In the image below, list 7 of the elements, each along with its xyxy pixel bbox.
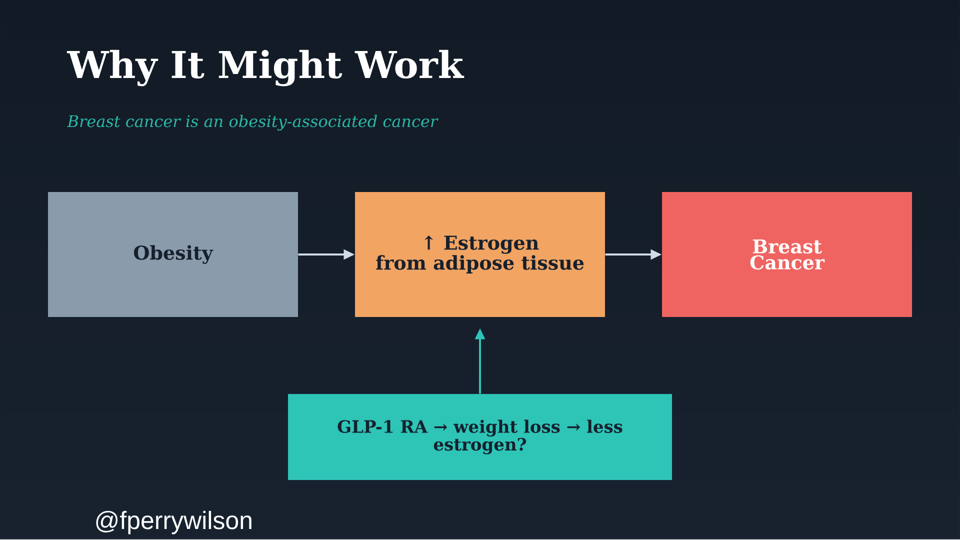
process-box: GLP-1 RA → weight loss → less estrogen? — [288, 394, 672, 480]
slide-title: Why It Might Work — [66, 50, 464, 86]
process-box: ↑ Estrogen from adipose tissue — [355, 192, 605, 317]
process-box: Obesity — [48, 192, 298, 317]
process-box: Breast Cancer — [662, 192, 912, 317]
social-handle: @fperrywilson — [96, 510, 252, 534]
subtitle: Breast cancer is an obesity-associated cancer — [67, 114, 438, 131]
